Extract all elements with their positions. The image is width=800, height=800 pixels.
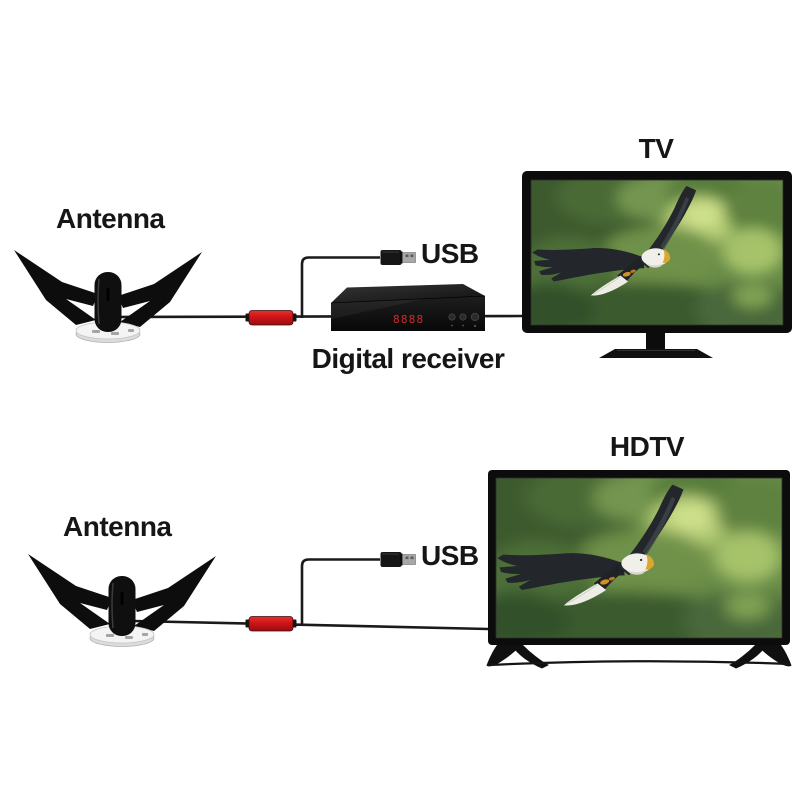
- inline-amplifier-icon: [245, 616, 297, 632]
- receiver-led-display: 8888: [393, 313, 424, 326]
- bottom-connection-diagram: [27, 470, 792, 669]
- usb-branch-cable: [300, 256, 380, 318]
- hdtv-icon: [486, 470, 792, 669]
- cable-antenna-to-hdtv: [133, 619, 489, 631]
- receiver-buttons: [448, 312, 480, 328]
- usb-plug-icon: [380, 249, 416, 266]
- digital-receiver-icon: 8888: [330, 284, 486, 331]
- tv-icon: [465, 156, 800, 358]
- usb-label-bottom: USB: [421, 540, 479, 571]
- inline-amplifier-icon: [245, 310, 297, 326]
- hdtv-label: HDTV: [609, 431, 685, 462]
- antenna-icon: [13, 249, 203, 344]
- tv-label: TV: [638, 133, 674, 164]
- tv-screen-image: [465, 156, 800, 341]
- top-connection-diagram: 8888: [13, 156, 800, 358]
- usb-label-top: USB: [421, 238, 479, 269]
- antenna-icon: [27, 553, 217, 648]
- tv-stand-neck: [646, 333, 665, 349]
- usb-plug-icon: [380, 551, 416, 568]
- antenna-label-top: Antenna: [56, 203, 165, 234]
- antenna-label-bottom: Antenna: [63, 511, 172, 542]
- tv-stand-base: [599, 349, 713, 358]
- digital-receiver-label: Digital receiver: [311, 343, 505, 374]
- usb-branch-cable: [300, 558, 380, 626]
- hdtv-feet: [486, 645, 792, 669]
